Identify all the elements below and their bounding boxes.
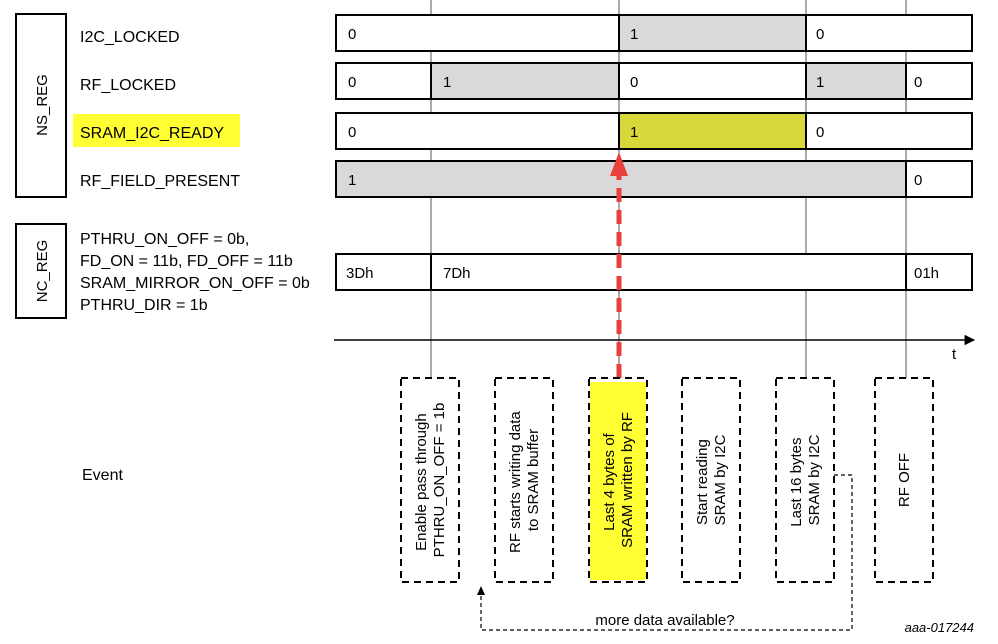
segment <box>805 112 973 150</box>
row-rf-field-present: 1 0 <box>335 160 973 198</box>
segment <box>905 160 973 198</box>
segment-value: 0 <box>914 74 922 91</box>
signal-label-i2c-locked: I2C_LOCKED <box>80 29 180 46</box>
segment-value: 0 <box>816 26 824 43</box>
segment-value: 1 <box>816 74 824 91</box>
segment-value: 3Dh <box>346 265 374 282</box>
segment <box>430 62 620 100</box>
row-nc-reg: 3Dh 7Dh 01h <box>335 253 973 291</box>
nc-config-line: SRAM_MIRROR_ON_OFF = 0b <box>80 275 310 292</box>
svg-text:Last 16 bytes SRAM by I2: Last 16 bytes SRAM by I2C <box>788 433 823 526</box>
signal-label-rf-field-present: RF_FIELD_PRESENT <box>80 173 240 190</box>
svg-text:RF OFF: RF OFF <box>896 453 913 507</box>
time-axis: t <box>334 334 976 363</box>
svg-text:Enable pass through PTHR: Enable pass through PTHRU_ON_OFF = 1b <box>413 403 448 558</box>
figure-id: aaa-017244 <box>905 620 974 635</box>
event-box-enable-pass-through: Enable pass through PTHRU_ON_OFF = 1b <box>400 377 460 583</box>
segment <box>618 14 807 52</box>
svg-text:RF starts writing data t: RF starts writing data to SRAM buffer <box>507 407 542 553</box>
event-box-rf-off: RF OFF <box>874 377 934 583</box>
event-line: to SRAM buffer <box>525 429 542 531</box>
nc-reg-group: NC_REG <box>15 223 67 319</box>
event-line: RF starts writing data <box>507 411 524 553</box>
signal-label-sram-i2c-ready: SRAM_I2C_READY <box>80 125 224 142</box>
event-box-last-4-bytes: Last 4 bytes of SRAM written by RF <box>588 377 648 583</box>
nc-config-line: FD_ON = 11b, FD_OFF = 11b <box>80 253 293 270</box>
event-line: SRAM by I2C <box>712 434 729 525</box>
segment <box>335 112 620 150</box>
event-box-last-16-bytes: Last 16 bytes SRAM by I2C <box>775 377 835 583</box>
nc-config-line: PTHRU_DIR = 1b <box>80 297 208 314</box>
event-line: Last 16 bytes <box>788 437 805 526</box>
segment-value: 0 <box>630 74 638 91</box>
loop-label: more data available? <box>595 612 734 629</box>
loop-arrow: more data available? <box>477 474 853 631</box>
ns-reg-group: NS_REG <box>15 13 67 198</box>
event-line: RF OFF <box>896 453 913 507</box>
segment-value: 0 <box>816 124 824 141</box>
event-line: SRAM written by RF <box>619 412 636 548</box>
svg-text:Last 4 bytes of SRAM wri: Last 4 bytes of SRAM written by RF <box>601 412 636 548</box>
row-i2c-locked: 0 1 0 <box>335 14 973 52</box>
segment-value: 0 <box>348 74 356 91</box>
segment-value: 0 <box>348 124 356 141</box>
segment <box>335 62 432 100</box>
segment-value: 01h <box>914 265 939 282</box>
ns-reg-label: NS_REG <box>34 74 51 136</box>
event-line: SRAM by I2C <box>806 434 823 525</box>
time-axis-label: t <box>952 346 957 363</box>
event-line: PTHRU_ON_OFF = 1b <box>431 403 448 558</box>
segment-value: 1 <box>630 26 638 43</box>
red-dashed-arrow <box>610 152 628 378</box>
nc-reg-label: NC_REG <box>34 240 51 303</box>
row-sram-i2c-ready: 0 1 0 <box>335 112 973 150</box>
event-box-start-reading: Start reading SRAM by I2C <box>681 377 741 583</box>
segment-value: 0 <box>914 172 922 189</box>
segment <box>805 14 973 52</box>
segment-value: 1 <box>630 124 638 141</box>
segment <box>618 112 807 150</box>
segment <box>905 62 973 100</box>
svg-text:Start reading SRAM by I2: Start reading SRAM by I2C <box>694 434 729 525</box>
event-line: Enable pass through <box>413 413 430 551</box>
segment-value: 0 <box>348 26 356 43</box>
nc-config-line: PTHRU_ON_OFF = 0b, <box>80 231 249 248</box>
segment-value: 1 <box>348 172 356 189</box>
segment <box>618 62 807 100</box>
segment <box>430 253 907 291</box>
segment-value: 7Dh <box>443 265 471 282</box>
row-rf-locked: 0 1 0 1 0 <box>335 62 973 100</box>
sram-i2c-ready-highlight <box>73 114 240 147</box>
segment <box>905 253 973 291</box>
segment <box>335 14 620 52</box>
event-line: Last 4 bytes of <box>601 432 618 530</box>
nc-config-text: PTHRU_ON_OFF = 0b, FD_ON = 11b, FD_OFF =… <box>80 231 310 314</box>
event-label: Event <box>82 467 123 484</box>
segment-value: 1 <box>443 74 451 91</box>
event-line: Start reading <box>694 439 711 525</box>
signal-label-rf-locked: RF_LOCKED <box>80 77 176 94</box>
event-box-rf-starts-writing: RF starts writing data to SRAM buffer <box>494 377 554 583</box>
